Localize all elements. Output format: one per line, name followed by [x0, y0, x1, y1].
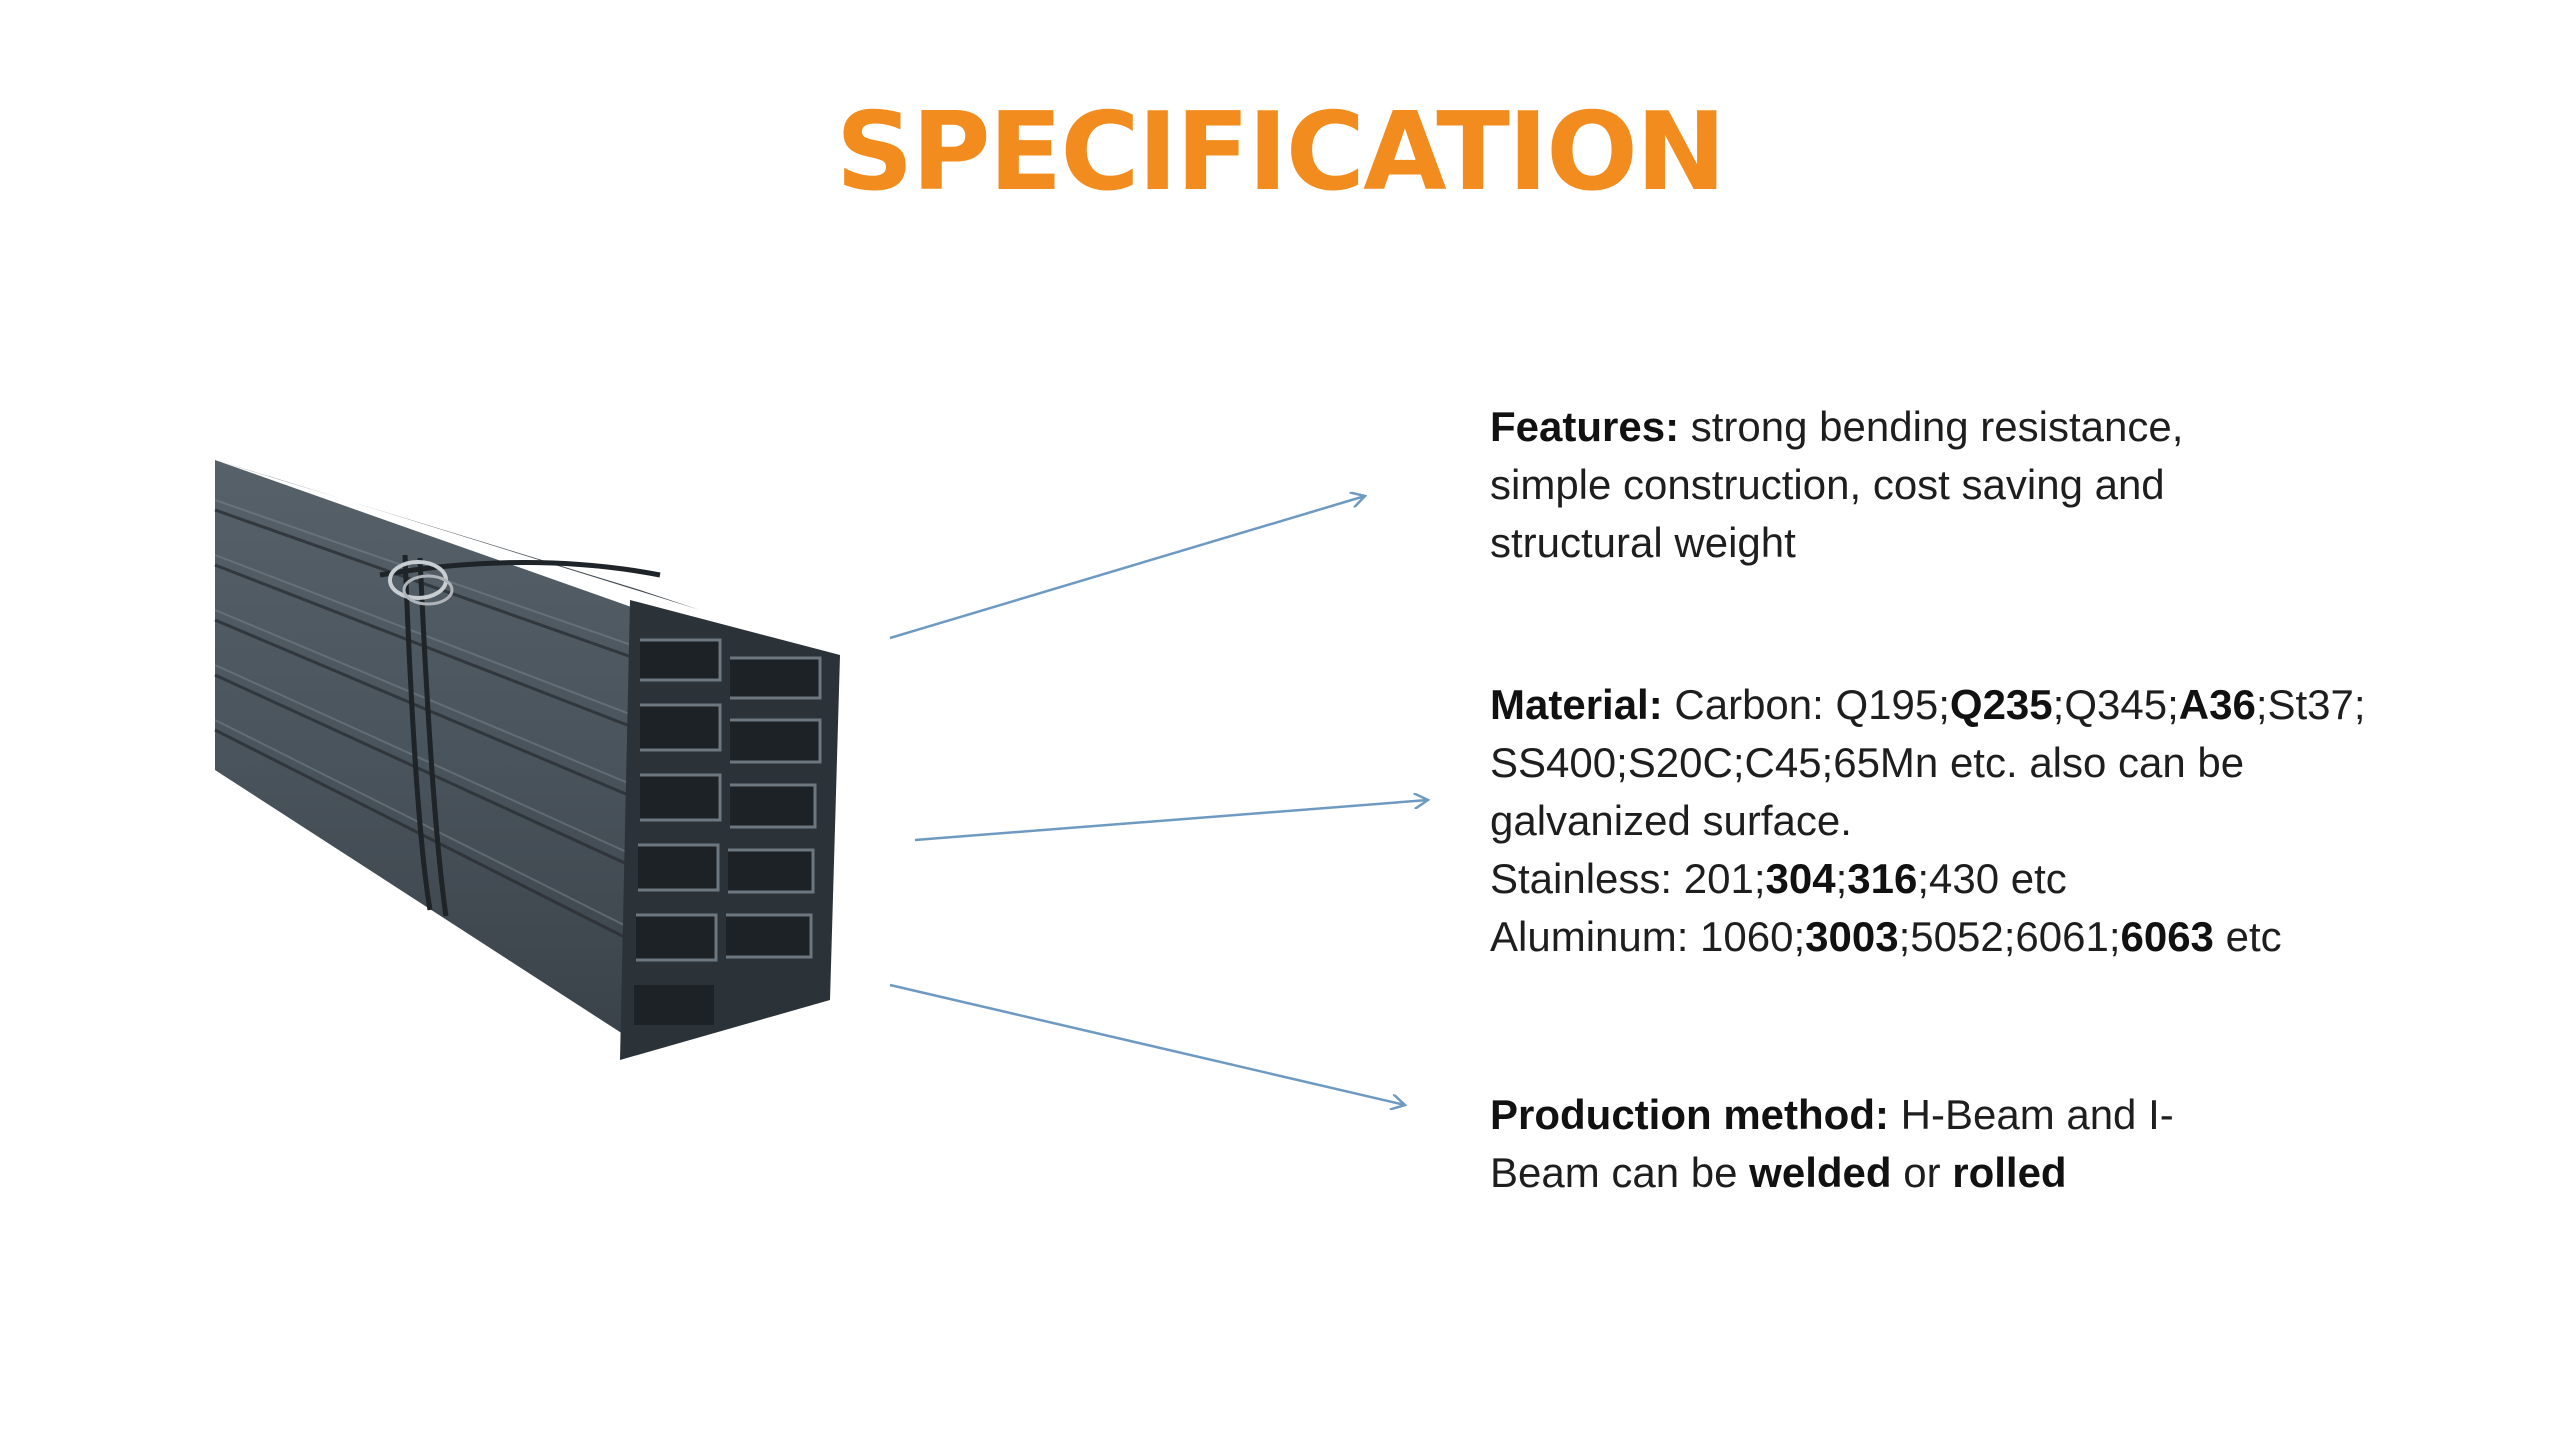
production-block: Production method: H-Beam and I- Beam ca… [1490, 1086, 2174, 1202]
material-stainless-line: Stainless: 201;304;316;430 etc [1490, 855, 2067, 902]
production-line-2: Beam can be welded or rolled [1490, 1149, 2067, 1196]
material-label: Material: [1490, 681, 1663, 728]
material-aluminum-line: Aluminum: 1060;3003;5052;6061;6063 etc [1490, 913, 2282, 960]
production-label: Production method: [1490, 1091, 1889, 1138]
production-line-1: Production method: H-Beam and I- [1490, 1091, 2174, 1138]
arrow-features [889, 496, 1365, 640]
material-block: Material: Carbon: Q195;Q235;Q345;A36;St3… [1490, 676, 2366, 966]
features-label: Features: [1490, 403, 1680, 450]
page-title: SPECIFICATION [835, 90, 1727, 215]
steel-beams-image [214, 460, 840, 1060]
features-line-2: simple construction, cost saving and [1490, 461, 2165, 508]
arrow-production [889, 983, 1405, 1105]
material-line-2: SS400;S20C;C45;65Mn etc. also can be [1490, 739, 2245, 786]
arrow-material [914, 800, 1428, 842]
features-line-3: structural weight [1490, 519, 1796, 566]
features-block: Features: strong bending resistance, sim… [1490, 398, 2183, 572]
material-carbon-line: Material: Carbon: Q195;Q235;Q345;A36;St3… [1490, 681, 2366, 728]
features-line-1: Features: strong bending resistance, [1490, 403, 2184, 450]
material-line-3: galvanized surface. [1490, 797, 1852, 844]
